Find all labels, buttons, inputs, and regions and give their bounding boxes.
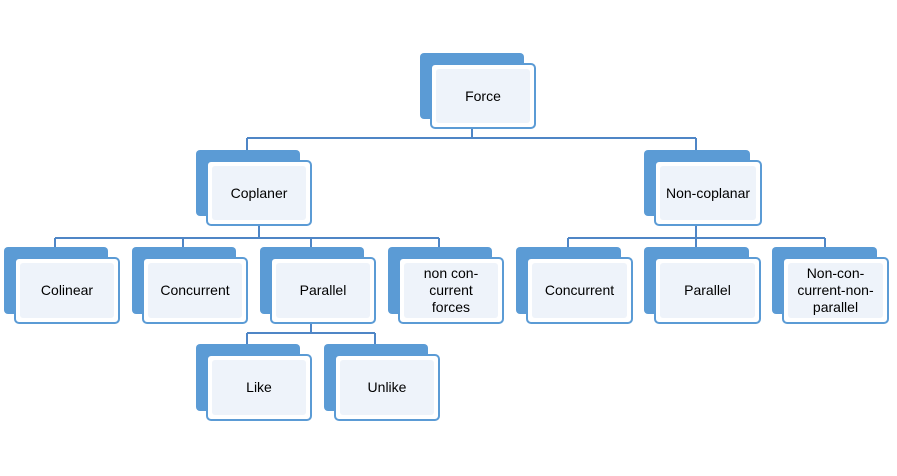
node-non-concurrent-non-parallel-label: Non-con- current-non- parallel <box>797 265 874 315</box>
node-parallel-coplanar-label: Parallel <box>299 282 347 298</box>
node-non-coplanar-label: Non-coplanar <box>665 184 751 201</box>
node-colinear: Colinear <box>4 247 120 324</box>
node-like: Like <box>196 344 312 421</box>
node-force-label: Force <box>465 87 501 104</box>
node-concurrent-non-coplanar: Concurrent <box>516 247 633 324</box>
node-coplaner: Coplaner <box>196 150 312 226</box>
node-parallel-non-coplanar-label: Parallel <box>684 282 731 298</box>
node-concurrent-non-coplanar-label: Concurrent <box>544 282 615 298</box>
node-coplaner-label: Coplaner <box>230 184 288 201</box>
node-parallel-non-coplanar: Parallel <box>644 247 761 324</box>
node-non-coplanar: Non-coplanar <box>644 150 762 226</box>
node-parallel-coplanar: Parallel <box>260 247 376 324</box>
node-non-concurrent-forces: non con- current forces <box>388 247 504 324</box>
node-like-label: Like <box>246 379 272 395</box>
node-unlike-label: Unlike <box>367 379 407 395</box>
node-concurrent-coplanar-label: Concurrent <box>160 282 230 298</box>
node-force: Force <box>420 53 536 129</box>
node-colinear-label: Colinear <box>40 282 94 298</box>
node-unlike: Unlike <box>324 344 440 421</box>
node-concurrent-coplanar: Concurrent <box>132 247 248 324</box>
node-non-concurrent-non-parallel: Non-con- current-non- parallel <box>772 247 889 324</box>
node-non-concurrent-forces-label: non con- current forces <box>423 265 479 315</box>
